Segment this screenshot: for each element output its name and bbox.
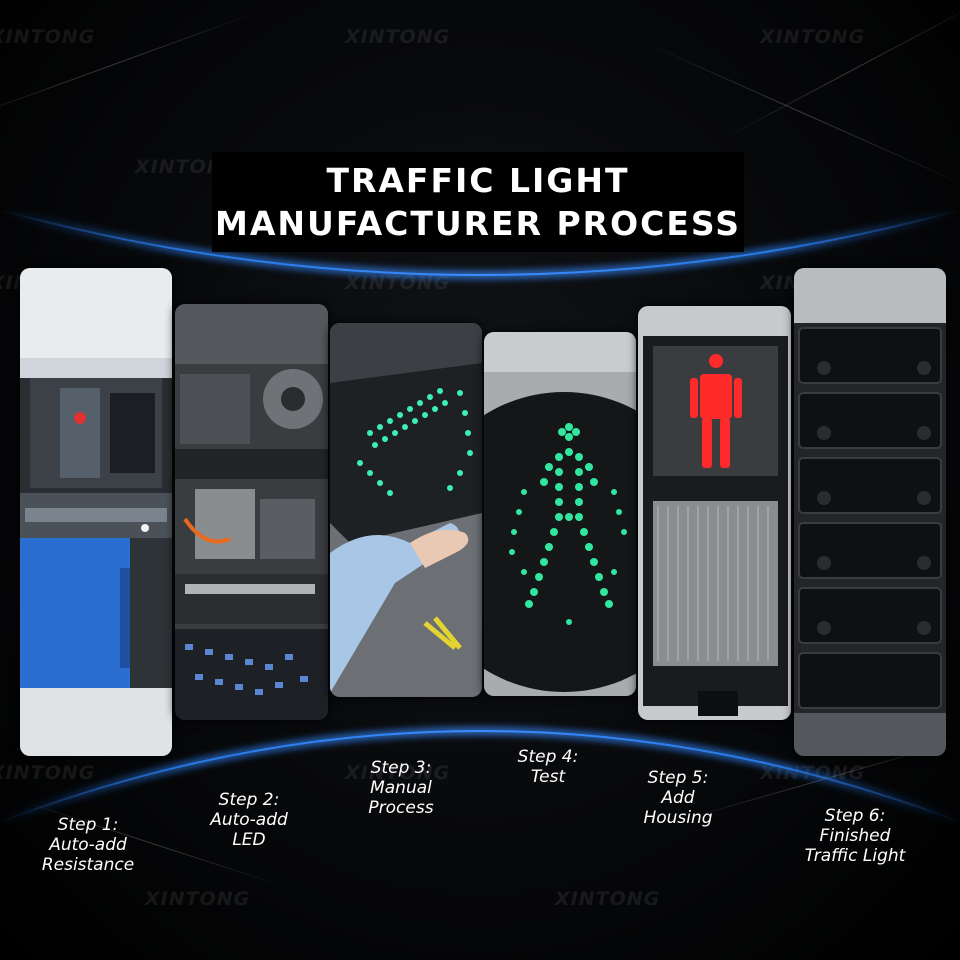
watermark: XINTONG [555, 888, 661, 910]
watermark: XINTONG [0, 26, 96, 48]
step-4-photo [484, 332, 636, 696]
step-6-label: Step 6: Finished Traffic Light [804, 806, 906, 866]
watermark: XINTONG [0, 762, 96, 784]
step-5-label: Step 5: Add Housing [643, 768, 713, 828]
watermark: XINTONG [345, 762, 451, 784]
step-1-photo [20, 268, 172, 756]
step-3-photo [330, 323, 482, 697]
step-4-label: Step 4: Test [517, 747, 579, 787]
step-2-photo [175, 304, 328, 720]
watermark: XINTONG [760, 26, 866, 48]
step-6-photo [794, 268, 946, 756]
step-3-label: Step 3: Manual Process [368, 758, 434, 818]
step-1-label: Step 1: Auto-add Resistance [41, 815, 135, 875]
watermark: XINTONG [345, 272, 451, 294]
step-5-photo [638, 306, 791, 720]
title-line-2: MANUFACTURER PROCESS [215, 204, 741, 243]
watermark: XINTONG [345, 26, 451, 48]
step-2-label: Step 2: Auto-add LED [210, 790, 288, 850]
title-line-1: TRAFFIC LIGHT [326, 161, 630, 200]
watermark: XINTONG [145, 888, 251, 910]
title-banner: TRAFFIC LIGHT MANUFACTURER PROCESS [212, 152, 744, 252]
